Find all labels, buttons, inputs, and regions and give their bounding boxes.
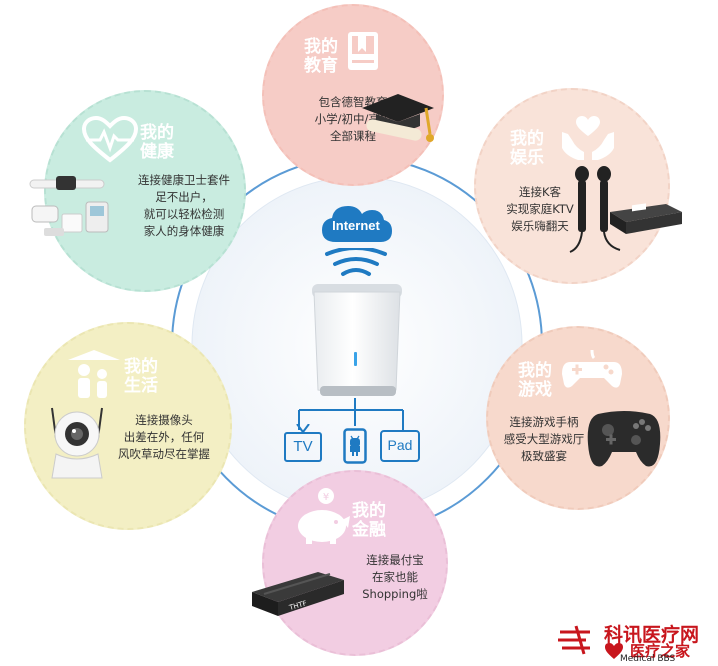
entertainment-desc-3: 娱乐嗨翻天 xyxy=(511,219,569,233)
watermark-heart-icon xyxy=(605,643,623,659)
health-desc-1: 连接健康卫士套件 xyxy=(138,173,230,187)
controller-icon xyxy=(587,411,661,467)
node-finance: ¥ 我的 金融 连接最付宝 在家也能 Shopping啦 THTF xyxy=(252,470,448,656)
health-desc-4: 家人的身体健康 xyxy=(143,224,225,238)
education-title-1: 我的 xyxy=(304,37,338,57)
health-title-1: 我的 xyxy=(140,123,174,143)
gamepad-icon xyxy=(562,349,622,388)
microphone-icon xyxy=(569,166,621,253)
watermark-logo-icon xyxy=(558,625,590,655)
node-education: 我的 教育 包含德智教育 小学/初中/高中 全部课程 xyxy=(262,4,444,186)
pad-label: Pad xyxy=(387,437,413,453)
entertainment-desc-1: 连接K客 xyxy=(518,185,562,199)
finance-desc-1: 连接最付宝 xyxy=(366,553,424,567)
watermark-title: 科讯医疗网 xyxy=(604,624,700,646)
card-reader-icon: THTF xyxy=(252,572,344,616)
node-health: 我的 健康 连接健康卫士套件 足不出户， 就可以轻松检测 家人的身体健康 xyxy=(29,90,246,292)
finance-desc-3: Shopping啦 xyxy=(362,587,428,601)
finance-desc-2: 在家也能 xyxy=(372,570,418,584)
node-life: 我的 生活 连接摄像头 出差在外，任何 风吹草动尽在掌握 xyxy=(24,322,232,530)
education-desc-3: 全部课程 xyxy=(330,129,376,143)
life-title-1: 我的 xyxy=(124,357,158,377)
node-entertainment: 我的 娱乐 连接K客 实现家庭KTV 娱乐嗨翻天 xyxy=(474,88,682,284)
health-kit-icon xyxy=(29,176,109,236)
wifi-signal-icon xyxy=(325,248,387,276)
games-desc-1: 连接游戏手柄 xyxy=(509,415,579,429)
family-icon xyxy=(68,350,120,398)
life-desc-1: 连接摄像头 xyxy=(135,413,193,427)
pad-device: Pad xyxy=(380,430,420,462)
svg-text:¥: ¥ xyxy=(323,492,329,503)
games-desc-2: 感受大型游戏厅 xyxy=(503,432,585,446)
tv-label: TV xyxy=(293,438,313,455)
games-desc-3: 极致盛宴 xyxy=(521,449,567,463)
games-title-1: 我的 xyxy=(518,361,552,381)
node-games: 我的 游戏 连接游戏手柄 感受大型游戏厅 极致盛宴 xyxy=(486,326,670,510)
entertainment-desc-2: 实现家庭KTV xyxy=(506,202,574,216)
heart-hands-icon xyxy=(562,116,614,160)
book-icon xyxy=(348,32,378,70)
games-title-2: 游戏 xyxy=(518,380,552,400)
android-phone-icon xyxy=(343,428,367,464)
internet-cloud-icon xyxy=(322,206,392,242)
tv-antenna-icon xyxy=(296,424,310,433)
finance-title-2: 金融 xyxy=(352,520,386,540)
heartbeat-icon xyxy=(82,116,138,163)
graduation-cap-icon xyxy=(362,94,434,142)
entertainment-title-1: 我的 xyxy=(510,129,544,149)
finance-title-1: 我的 xyxy=(352,501,386,521)
watermark-english: Medical BBS xyxy=(620,654,676,664)
piggy-bank-icon: ¥ xyxy=(298,488,350,544)
tv-device: TV xyxy=(284,432,322,462)
health-title-2: 健康 xyxy=(140,142,174,162)
router-device xyxy=(312,284,402,396)
health-desc-3: 就可以轻松检测 xyxy=(143,207,225,221)
life-desc-3: 风吹草动尽在掌握 xyxy=(118,447,210,461)
camera-icon xyxy=(51,407,103,479)
internet-label: Internet xyxy=(332,218,380,233)
karaoke-box-icon xyxy=(610,203,682,234)
life-desc-2: 出差在外，任何 xyxy=(123,430,205,444)
education-title-2: 教育 xyxy=(304,56,338,76)
watermark-subtitle: 医疗之家 xyxy=(630,642,691,660)
entertainment-title-2: 娱乐 xyxy=(510,148,544,168)
health-desc-2: 足不出户， xyxy=(155,190,213,204)
life-title-2: 生活 xyxy=(124,376,158,396)
